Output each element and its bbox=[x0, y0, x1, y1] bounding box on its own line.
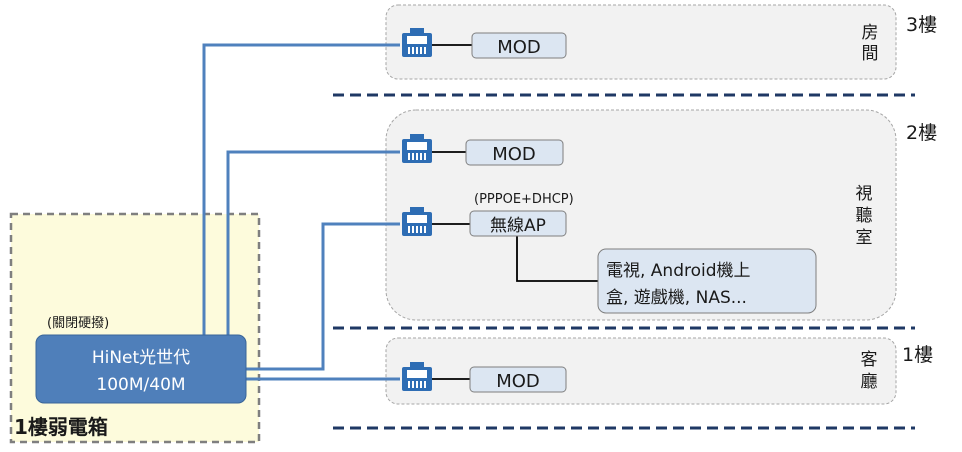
ap-note: (PPPOE+DHCP) bbox=[474, 192, 574, 207]
room-label-3f-char2: 間 bbox=[862, 44, 879, 64]
floor-label-3f: 3樓 bbox=[906, 14, 937, 36]
patch-lines bbox=[432, 44, 598, 380]
cable-to-2f-mod bbox=[226, 150, 400, 340]
cabinet-note: (關閉硬撥) bbox=[47, 316, 109, 331]
cabinet-label: 1樓弱電箱 bbox=[14, 415, 108, 439]
wireless-ap-label: 無線AP bbox=[490, 216, 546, 236]
mod-label-2f: MOD bbox=[492, 144, 536, 165]
wireless-ap-box bbox=[469, 210, 567, 237]
room-label-2f-char1: 視 bbox=[856, 184, 873, 204]
room-label-2f-char2: 聽 bbox=[856, 206, 873, 226]
client-devices-box bbox=[597, 248, 817, 314]
room-label-2f-char3: 室 bbox=[856, 228, 873, 248]
room-label-3f-char1: 房 bbox=[862, 23, 879, 43]
floor-label-2f: 2樓 bbox=[906, 122, 937, 144]
client-devices-line2: 盒, 遊戲機, NAS... bbox=[606, 288, 747, 308]
room-label-1f-char1: 客 bbox=[861, 350, 878, 370]
floor-label-1f: 1樓 bbox=[902, 344, 933, 366]
room-1f bbox=[385, 337, 897, 405]
mod-label-3f: MOD bbox=[497, 37, 541, 58]
mod-box-3f bbox=[471, 32, 567, 59]
network-cables bbox=[202, 43, 400, 381]
room-label-1f-char2: 廳 bbox=[861, 372, 878, 392]
mod-box-2f bbox=[465, 139, 564, 166]
client-devices-line1: 電視, Android機上 bbox=[606, 261, 751, 281]
cable-to-3f-mod bbox=[202, 43, 400, 340]
mod-box-1f bbox=[469, 366, 567, 393]
router-label-line2: 100M/40M bbox=[96, 375, 185, 395]
cabinet-box bbox=[9, 212, 261, 444]
router-box bbox=[35, 334, 247, 404]
mod-label-1f: MOD bbox=[496, 371, 540, 392]
router-label-line1: HiNet光世代 bbox=[92, 348, 190, 368]
cable-to-2f-ap bbox=[246, 222, 400, 371]
room-3f bbox=[385, 4, 897, 80]
